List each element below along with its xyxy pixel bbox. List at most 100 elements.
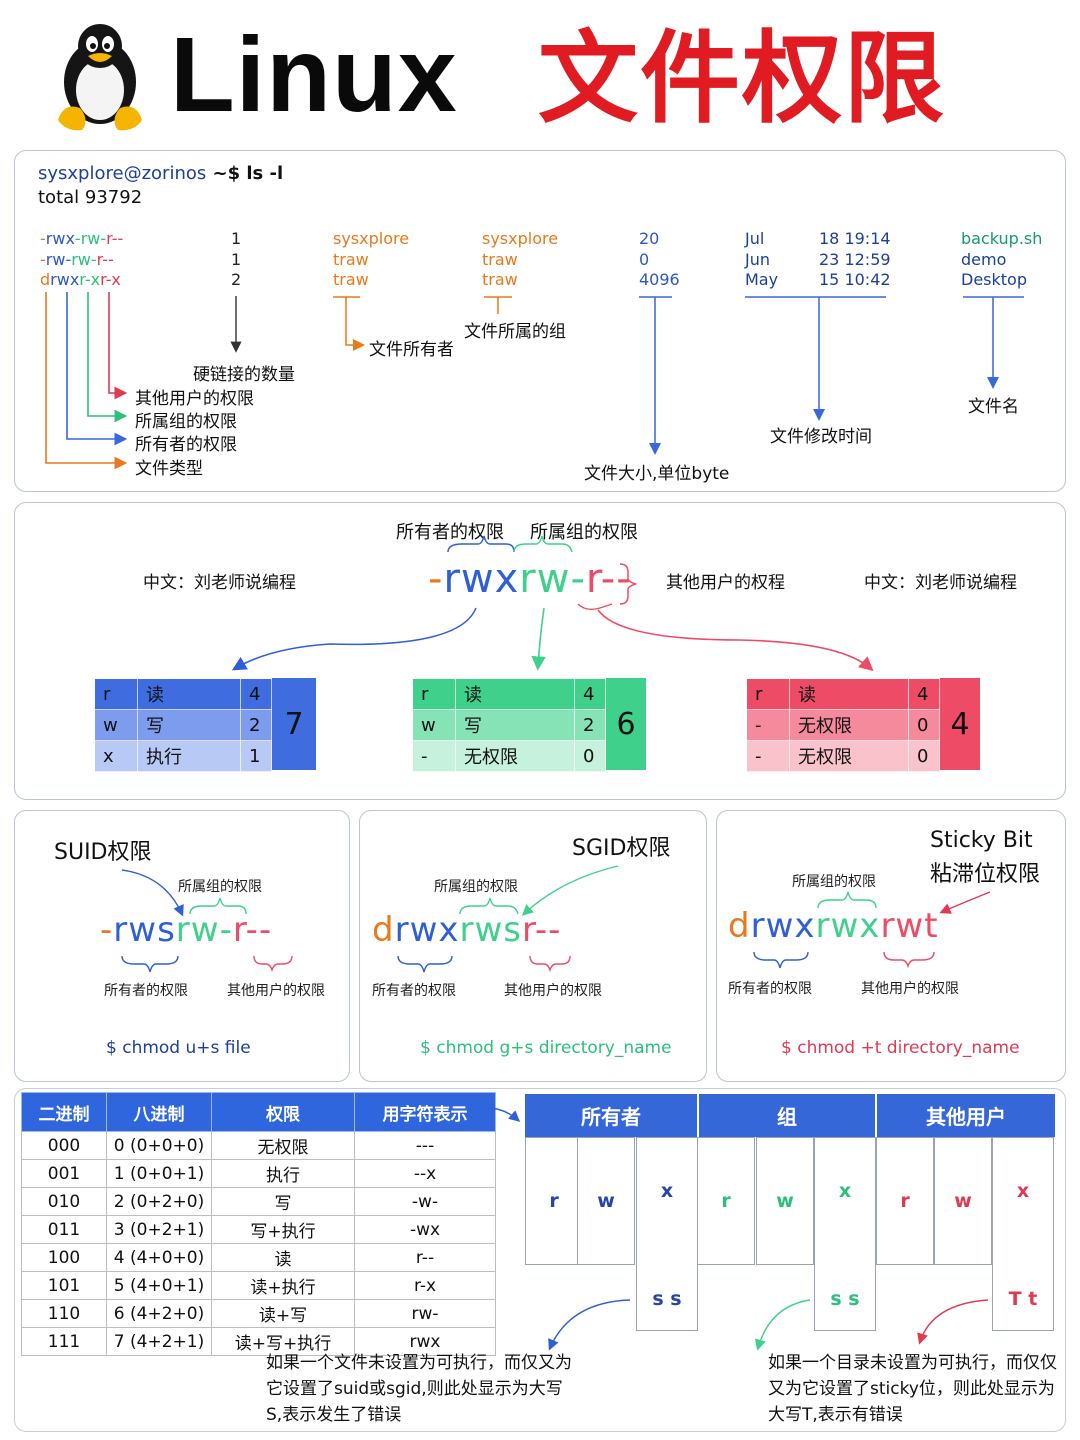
perm-value: 4 <box>908 678 940 710</box>
cell-binary: 001 <box>21 1159 107 1188</box>
perm-value: 0 <box>908 709 940 741</box>
grid-cell-owner-w: w <box>577 1137 635 1265</box>
filename-value: Desktop <box>961 270 1027 289</box>
perm-other-r: r <box>585 556 601 602</box>
perm-string-large: -rwxrw-r-- <box>428 556 632 602</box>
terminal-prompt: sysxplore@zorinos ~$ ls -l <box>38 163 283 184</box>
datetime-column: 18 19:14 23 12:59 15 10:42 <box>819 229 891 291</box>
links-value: 1 <box>231 249 242 269</box>
title-file-permissions: 文件权限 <box>538 20 946 137</box>
month-value: Jul <box>745 229 765 248</box>
perm-value: 4 <box>574 678 606 710</box>
group-value: traw <box>482 270 518 289</box>
cell-perm: 读+写 <box>211 1299 355 1328</box>
col-header-octal: 八进制 <box>106 1092 212 1132</box>
grid-header-group: 组 <box>699 1094 877 1137</box>
octal-total-owner: 7 <box>272 678 316 770</box>
col-header-binary: 二进制 <box>21 1092 107 1132</box>
note-suid-sgid: 如果一个文件未设置为可执行，而仅又为它设置了suid或sgid,则此处显示为大写… <box>266 1353 572 1425</box>
perm-char: - <box>412 740 456 772</box>
owner-column: sysxplore traw traw <box>333 229 409 291</box>
cell-symbolic: -wx <box>354 1215 496 1244</box>
perm-meaning: 无权限 <box>789 709 909 741</box>
cell-perm: 写 <box>211 1187 355 1216</box>
perm-owner-bits: rws <box>113 910 176 950</box>
perm-owner-bits: rwx <box>394 910 460 950</box>
sgid-perm-string: drwxrwsr-- <box>372 910 561 950</box>
datetime-value: 18 19:14 <box>819 229 891 248</box>
prompt-cmd: ~$ ls -l <box>206 163 284 184</box>
label-group-perm-top: 所属组的权限 <box>530 522 638 543</box>
links-column: 1 1 2 <box>231 229 241 291</box>
size-value: 20 <box>639 229 660 248</box>
perm-value: 1 <box>240 740 272 772</box>
label-filename: 文件名 <box>968 397 1019 417</box>
sgid-panel <box>359 810 707 1082</box>
size-value: 0 <box>639 249 650 269</box>
owner-value: traw <box>333 249 369 269</box>
owner-value: sysxplore <box>333 229 410 248</box>
sticky-title-line1: Sticky Bit <box>930 828 1033 853</box>
title-linux: Linux <box>170 16 458 134</box>
cell-perm: 读+写+执行 <box>211 1327 355 1356</box>
perm-value: 4 <box>240 678 272 710</box>
month-value: Jun <box>745 249 770 269</box>
links-value: 2 <box>231 270 242 289</box>
filename-value: demo <box>961 249 1007 269</box>
cell-binary: 010 <box>21 1187 107 1216</box>
grid-cell-owner-x: x <box>660 1180 674 1202</box>
cell-perm: 无权限 <box>211 1131 355 1160</box>
perm-group-bits: rw <box>519 556 571 602</box>
grid-ext-owner-label: s s <box>652 1288 682 1310</box>
perm-meaning: 无权限 <box>789 740 909 772</box>
perm-group-bits: rw <box>175 910 220 950</box>
perm-group-dash: - <box>570 556 586 602</box>
cell-symbolic: rwx <box>354 1327 496 1356</box>
owner-value: traw <box>333 270 369 289</box>
perm-other-r: r <box>232 910 246 950</box>
perm-meaning: 写 <box>455 709 575 741</box>
cell-binary: 100 <box>21 1243 107 1272</box>
suid-perm-string: -rwsrw-r-- <box>100 910 272 950</box>
perm-owner-bits: rwx <box>443 556 520 602</box>
grid-cell-other-w: w <box>934 1137 992 1265</box>
perm-row-1: -rwx-rw-r-- <box>40 229 124 248</box>
col-header-perm: 权限 <box>211 1092 355 1132</box>
watermark-right: 中文：刘老师说编程 <box>864 573 1017 593</box>
links-value: 1 <box>231 229 242 248</box>
label-group-perm: 所属组的权限 <box>135 412 237 432</box>
perm-group-bits: rws <box>459 910 523 950</box>
cell-octal: 6 (4+2+0) <box>106 1299 212 1328</box>
perm-column: -rwx-rw-r-- -rw-rw-r-- drwxr-xr-x <box>40 229 123 291</box>
sticky-panel <box>716 810 1066 1082</box>
grid-cell-owner-r: r <box>525 1137 583 1265</box>
grid-header-other: 其他用户 <box>877 1094 1055 1137</box>
grid-ext-group-label: s s <box>830 1288 860 1310</box>
cell-symbolic: r-x <box>354 1271 496 1300</box>
perm-meaning: 读 <box>137 678 241 710</box>
perm-value: 0 <box>574 740 606 772</box>
ls-annotation-arrows <box>45 292 1024 470</box>
cell-perm: 写+执行 <box>211 1215 355 1244</box>
month-column: Jul Jun May <box>745 229 778 291</box>
grid-ext-other-x <box>992 1137 1054 1331</box>
breakdown-arrows <box>231 535 874 672</box>
tux-penguin-icon <box>58 24 142 131</box>
ls-output-panel <box>14 150 1066 492</box>
perm-char: r <box>746 678 790 710</box>
grid-ext-group-x <box>814 1137 876 1331</box>
suid-panel <box>14 810 350 1082</box>
cell-binary: 111 <box>21 1327 107 1356</box>
total-line: total 93792 <box>38 187 143 208</box>
size-value: 4096 <box>639 270 680 289</box>
cell-perm: 读+执行 <box>211 1271 355 1300</box>
note-sticky: 如果一个目录未设置为可执行，而仅仅又为它设置了sticky位，则此处显示为大写T… <box>768 1353 1057 1425</box>
cell-octal: 3 (0+2+1) <box>106 1215 212 1244</box>
perm-char: r <box>94 678 138 710</box>
perm-owner-bits: rwx <box>750 906 816 946</box>
grid-cell-group-w: w <box>756 1137 814 1265</box>
